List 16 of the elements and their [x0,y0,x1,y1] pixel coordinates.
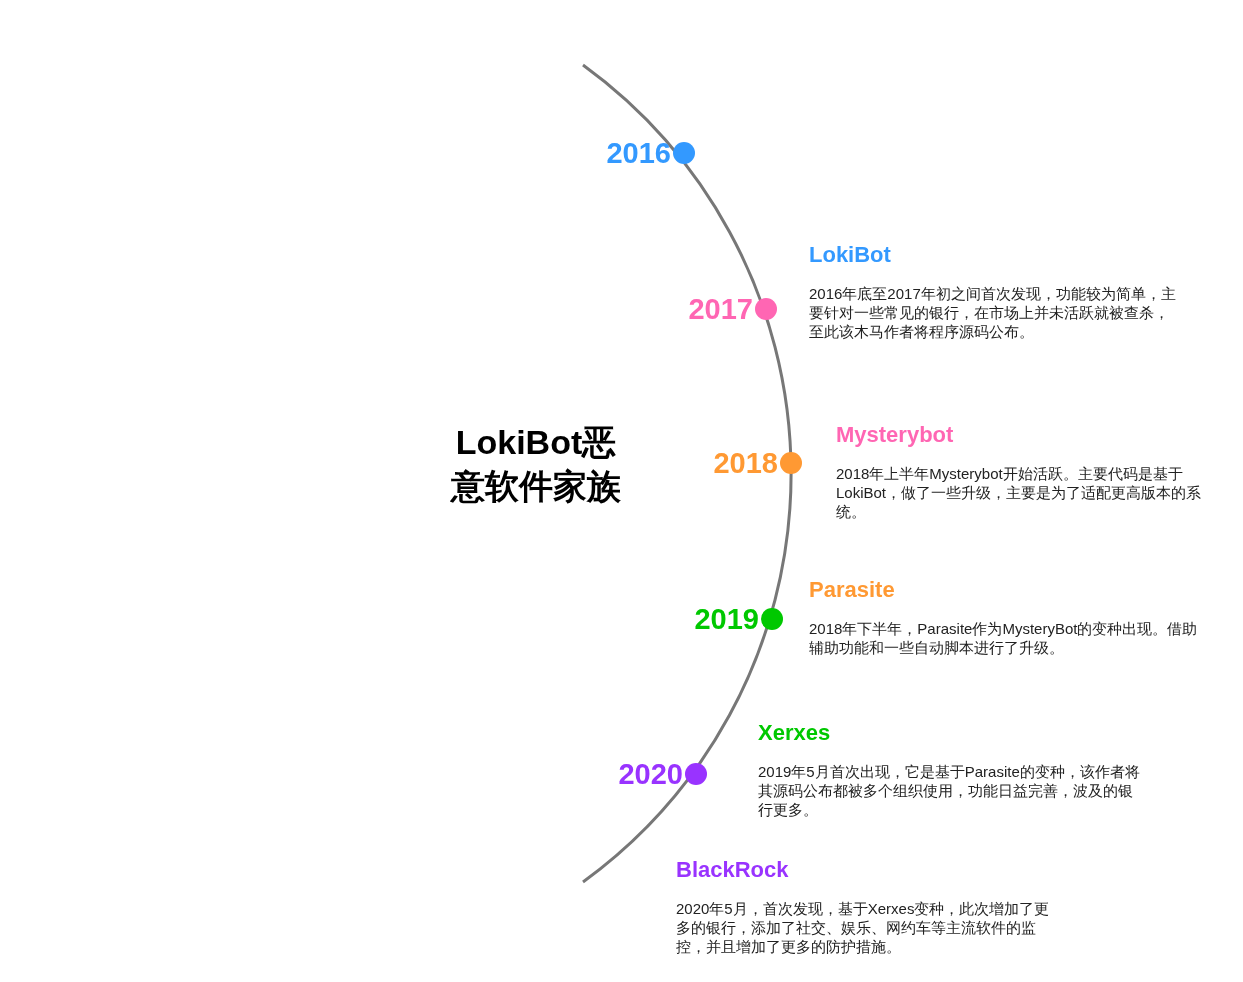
event-heading: BlackRock [676,857,790,883]
diagram-title: LokiBot恶意软件家族 [450,422,622,507]
event-description: 2018年上半年Mysterybot开始活跃。主要代码是基于LokiBot，做了一些升级，主要是为了适配更高版本的系统。 [836,464,1203,521]
event-heading: Mysterybot [836,422,955,448]
event-description: 2019年5月首次出现，它是基于Parasite的变种，该作者将其源码公布都被多个组织使用，功能日益完善，波及的银行更多。 [758,762,1141,819]
event-heading: Parasite [809,577,896,603]
year-label: 2017 [688,292,753,326]
event-heading: LokiBot [809,242,892,268]
year-label: 2016 [606,136,671,170]
year-label: 2019 [694,602,759,636]
event-description: 2018年下半年，Parasite作为MysteryBot的变种出现。借助辅助功能和一些自动脚本进行了升级。 [809,619,1199,657]
year-label: 2020 [618,757,683,791]
year-label: 2018 [713,446,778,480]
event-description: 2016年底至2017年初之间首次发现，功能较为简单，主要针对一些常见的银行，在市场上并未活跃就被查杀，至此该木马作者将程序源码公布。 [809,284,1177,341]
event-heading: Xerxes [758,720,832,746]
event-description: 2020年5月，首次发现，基于Xerxes变种，此次增加了更多的银行，添加了社交、娱乐、网约车等主流软件的监控，并且增加了更多的防护措施。 [676,899,1051,956]
